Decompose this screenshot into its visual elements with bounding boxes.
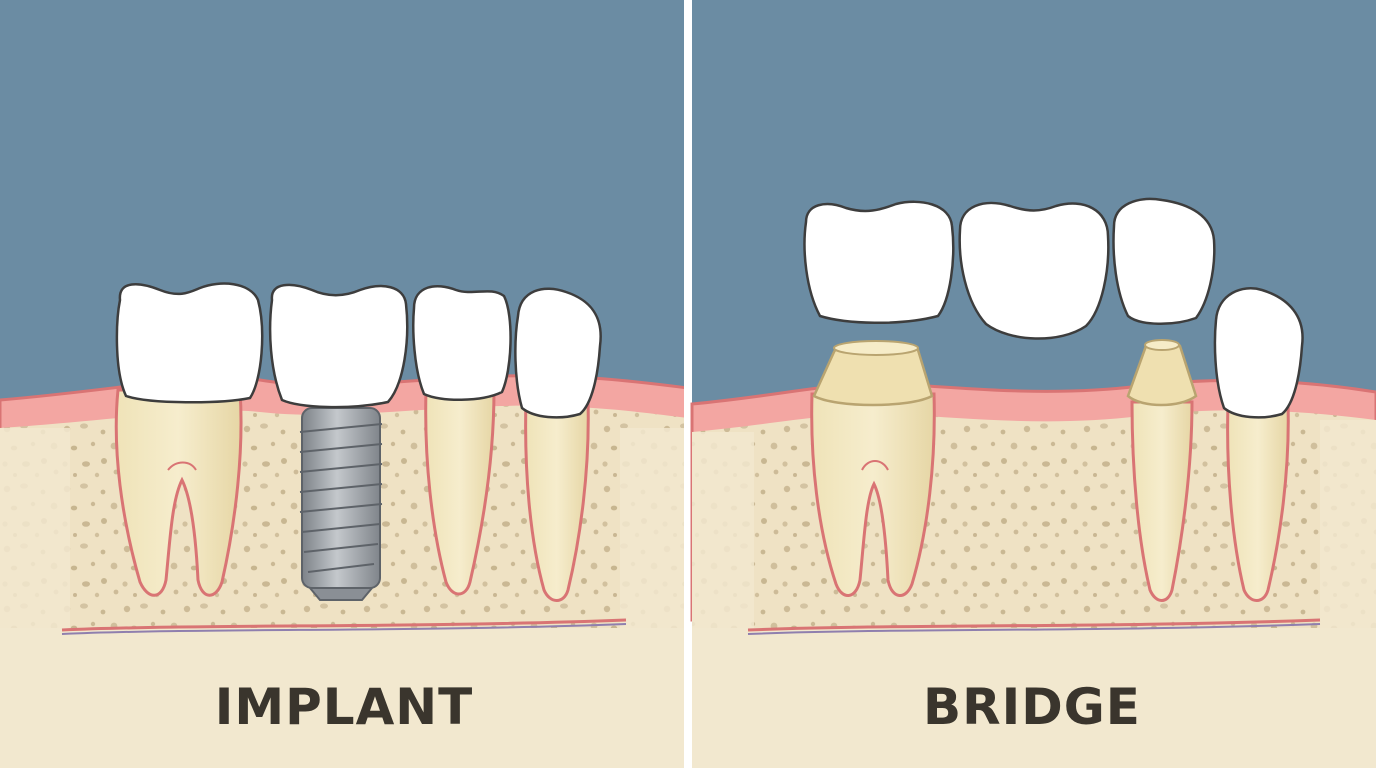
implant-crown	[268, 283, 409, 409]
bridge-crowns	[803, 197, 1216, 340]
implant	[268, 283, 409, 601]
implant-label: IMPLANT	[214, 678, 474, 736]
bridge-label: BRIDGE	[923, 678, 1141, 736]
left-nerve-line	[61, 618, 627, 632]
implant-panel	[0, 0, 690, 768]
molar-tooth	[114, 282, 264, 597]
bridge-crown-3	[1112, 197, 1216, 326]
bridge-panel	[690, 0, 1376, 768]
panel-divider	[684, 0, 692, 768]
bridge-crown-2	[958, 201, 1110, 340]
prepared-abutment-tooth-1	[810, 340, 936, 597]
bridge-crown-1	[803, 200, 955, 325]
premolar-tooth-2	[514, 287, 602, 602]
premolar-tooth-1	[412, 284, 512, 596]
prepared-abutment-tooth-2	[1126, 339, 1198, 602]
natural-tooth	[1213, 287, 1304, 602]
implant-screw	[301, 407, 381, 589]
right-nerve-line	[747, 618, 1321, 632]
